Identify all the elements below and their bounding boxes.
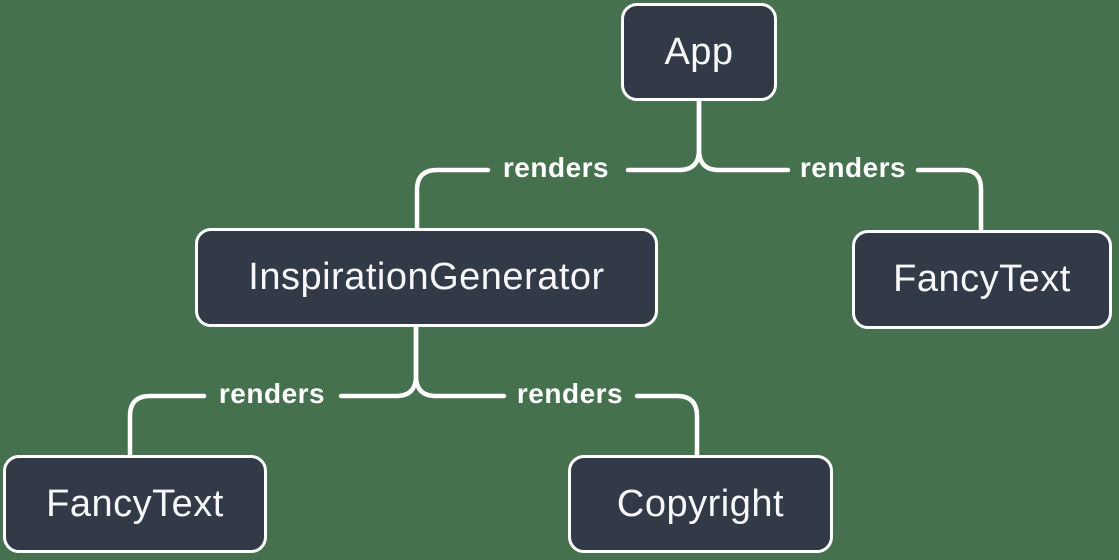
node-inspiration-generator: InspirationGenerator — [195, 228, 658, 327]
node-app: App — [621, 3, 777, 101]
edge-label-inspirationgenerator-copyright: renders — [516, 378, 624, 409]
edge-inspirationgenerator-to-fancytext-line-2 — [127, 393, 207, 459]
node-copyright: Copyright — [568, 455, 833, 553]
edge-inspirationgenerator-to-copyright-line-2 — [634, 393, 700, 459]
node-fancy-text-top-right: FancyText — [852, 230, 1112, 329]
node-fancy-text-bottom-left: FancyText — [3, 455, 267, 553]
edge-label-inspirationgenerator-fancytext: renders — [218, 378, 326, 409]
edge-label-app-inspirationgenerator: renders — [502, 152, 610, 183]
edge-app-to-inspirationgenerator-line — [625, 98, 702, 173]
edge-inspirationgenerator-to-fancytext-line — [338, 323, 419, 399]
edge-inspirationgenerator-to-copyright-line — [413, 323, 507, 399]
edge-label-app-fancytext: renders — [799, 152, 907, 183]
edge-app-to-inspirationgenerator-line-2 — [414, 167, 491, 232]
edge-app-to-fancytext-line-2 — [915, 167, 984, 234]
edge-app-to-fancytext-line — [696, 98, 791, 173]
